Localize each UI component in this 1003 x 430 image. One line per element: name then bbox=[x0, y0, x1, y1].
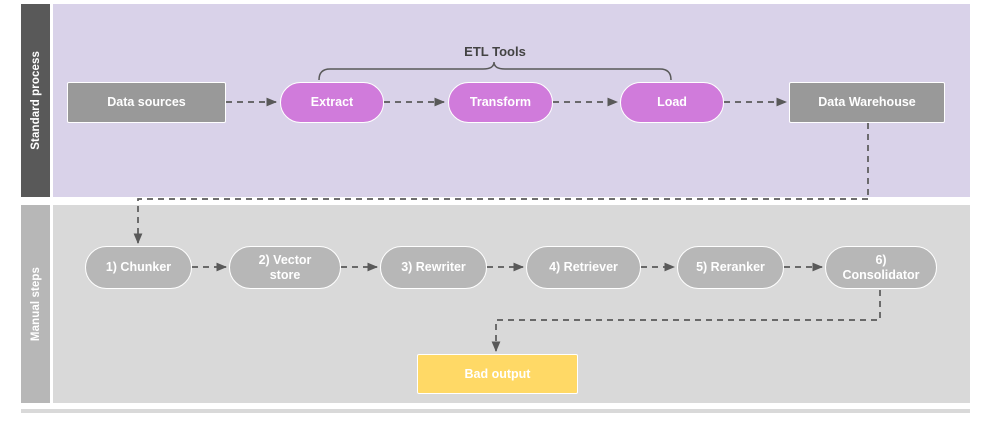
node-load[interactable]: Load bbox=[620, 82, 724, 123]
node-consolidator[interactable]: 6) Consolidator bbox=[825, 246, 937, 289]
node-load-label: Load bbox=[657, 95, 687, 110]
node-vector-store[interactable]: 2) Vector store bbox=[229, 246, 341, 289]
node-reranker-label: 5) Reranker bbox=[696, 260, 765, 275]
node-data-sources-label: Data sources bbox=[107, 95, 186, 110]
swimlane-label-manual-steps: Manual steps bbox=[29, 266, 42, 342]
node-data-warehouse[interactable]: Data Warehouse bbox=[789, 82, 945, 123]
node-retriever-label: 4) Retriever bbox=[549, 260, 618, 275]
node-bad-output-label: Bad output bbox=[464, 366, 531, 381]
swimlane-label-standard-process: Standard process bbox=[29, 51, 42, 150]
node-rewriter-label: 3) Rewriter bbox=[401, 260, 466, 275]
swimlane-band-standard-process: Standard process bbox=[21, 4, 50, 197]
bottom-divider-rule bbox=[21, 409, 970, 413]
node-data-warehouse-label: Data Warehouse bbox=[818, 95, 916, 110]
node-bad-output[interactable]: Bad output bbox=[417, 354, 578, 394]
node-data-sources[interactable]: Data sources bbox=[67, 82, 226, 123]
node-extract-label: Extract bbox=[310, 95, 354, 110]
node-chunker-label: 1) Chunker bbox=[105, 260, 172, 275]
node-transform-label: Transform bbox=[469, 95, 532, 110]
node-rewriter[interactable]: 3) Rewriter bbox=[380, 246, 487, 289]
node-chunker[interactable]: 1) Chunker bbox=[85, 246, 192, 289]
node-transform[interactable]: Transform bbox=[448, 82, 553, 123]
node-reranker[interactable]: 5) Reranker bbox=[677, 246, 784, 289]
node-vector-store-label: 2) Vector store bbox=[258, 253, 312, 282]
node-consolidator-label: 6) Consolidator bbox=[842, 253, 920, 282]
node-retriever[interactable]: 4) Retriever bbox=[526, 246, 641, 289]
swimlane-band-manual-steps: Manual steps bbox=[21, 205, 50, 403]
etl-tools-annotation: ETL Tools bbox=[464, 44, 526, 59]
node-extract[interactable]: Extract bbox=[280, 82, 384, 123]
